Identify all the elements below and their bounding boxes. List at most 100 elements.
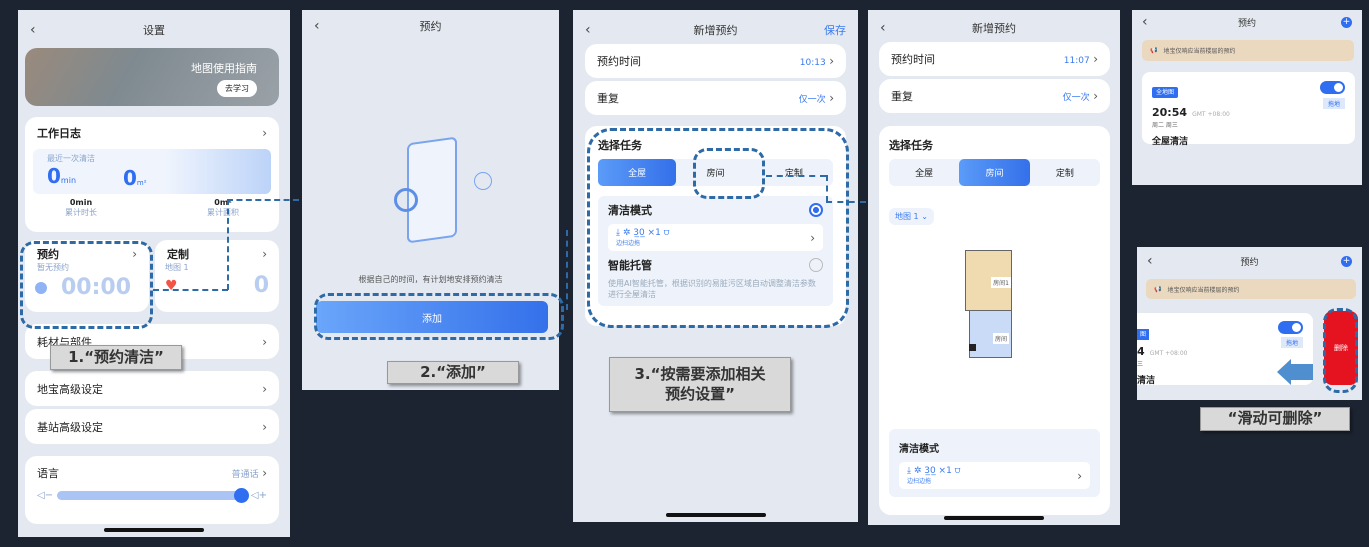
volume-slider[interactable] xyxy=(57,488,249,503)
schedule-time: 00:00 xyxy=(61,275,132,300)
tab-custom[interactable]: 定制 xyxy=(784,169,803,179)
clean-mode-selector[interactable]: ⤓ ✲ 3̲0̲ ×1 ⩌边扫边拖› xyxy=(899,462,1090,489)
mode-badge: 拖地 xyxy=(1280,337,1303,348)
schedule-task: 全屋清洁 xyxy=(1152,137,1189,147)
back-icon[interactable]: ‹ xyxy=(30,22,36,38)
home-indicator xyxy=(944,516,1044,520)
area-unit: m² xyxy=(136,179,147,187)
schedule-days: 三 xyxy=(1137,361,1144,368)
custom-card[interactable]: 定制› 地图 1 ♥0 xyxy=(155,240,279,312)
schedule-time-value: 10:13 xyxy=(799,58,826,68)
tab-whole-house[interactable]: 全屋 xyxy=(598,159,677,186)
room-2[interactable]: 房间 xyxy=(969,310,1012,358)
enable-toggle[interactable] xyxy=(1278,321,1303,334)
megaphone-icon: 📢 xyxy=(1150,47,1158,54)
chevron-down-icon: ⌄ xyxy=(921,212,928,221)
heart-icon: ♥ xyxy=(165,277,178,294)
chevron-right-icon: › xyxy=(132,247,137,261)
slider-thumb[interactable] xyxy=(233,488,249,503)
document-search-illustration xyxy=(407,136,457,244)
repeat-row[interactable]: 重复仅一次 › xyxy=(879,79,1110,113)
connector-line xyxy=(566,230,568,310)
row-label: 重复 xyxy=(891,90,913,103)
floor-notice: 📢地宝仅响应当前楼层的预约 xyxy=(1142,40,1354,61)
dock-icon xyxy=(969,344,976,351)
custom-title: 定制 xyxy=(167,248,189,261)
chevron-right-icon: › xyxy=(262,126,267,140)
last-clean-area: 0 xyxy=(123,166,137,190)
enable-toggle[interactable] xyxy=(1320,81,1345,94)
learn-button[interactable]: 去学习 xyxy=(217,80,257,97)
add-icon[interactable]: + xyxy=(1341,255,1352,267)
map-dropdown[interactable]: 地图 1 ⌄ xyxy=(889,208,934,225)
last-clean-minutes: 0 xyxy=(47,164,61,188)
back-icon[interactable]: ‹ xyxy=(1142,14,1148,30)
clean-mode-selector[interactable]: ⤓ ✲ 3̲0̲ ×1 ⩌边扫边拖› xyxy=(608,224,823,251)
schedule-task: 清洁 xyxy=(1137,376,1156,386)
menu-item-robot-settings[interactable]: 地宝高级设定› xyxy=(25,371,279,406)
menu-label: 基站高级设定 xyxy=(37,420,103,434)
room-1[interactable]: 房间1 xyxy=(965,250,1012,311)
step-1-callout: 1.“预约清洁” xyxy=(50,345,182,370)
map-tag: 全地图 xyxy=(1152,87,1179,98)
back-icon[interactable]: ‹ xyxy=(880,20,886,36)
back-icon[interactable]: ‹ xyxy=(585,22,591,38)
menu-item-station-settings[interactable]: 基站高级设定 › xyxy=(25,409,279,444)
highlight-delete xyxy=(1323,308,1358,393)
banner-title: 地图使用指南 xyxy=(191,62,257,75)
tab-whole-house[interactable]: 全屋 xyxy=(915,169,934,179)
custom-map: 地图 1 xyxy=(165,263,189,272)
schedule-title: 预约 xyxy=(37,248,59,261)
schedule-subtitle: 暂无预约 xyxy=(37,263,69,272)
step-4-callout: “滑动可删除” xyxy=(1200,407,1350,431)
chevron-right-icon: › xyxy=(1093,52,1098,66)
back-icon[interactable]: ‹ xyxy=(1147,253,1153,269)
add-button[interactable]: 添加 xyxy=(316,301,548,333)
page-title: 预约 xyxy=(1240,257,1259,268)
highlight-room-tab xyxy=(693,148,765,199)
schedule-card[interactable]: 预约 › 暂无预约 00:00 xyxy=(25,240,149,312)
tab-room[interactable]: 房间 xyxy=(959,159,1030,186)
megaphone-icon: 📢 xyxy=(1154,285,1162,293)
language-value: 普通话 xyxy=(231,470,259,480)
mode-badge: 拖地 xyxy=(1322,98,1345,109)
task-card: 选择任务 全屋房间定制 地图 1 ⌄ 房间1 房间 清洁模式 ⤓ ✲ 3̲0̲ … xyxy=(879,126,1110,515)
language-card[interactable]: 语言普通话 › ◁−◁+ xyxy=(25,456,279,524)
schedule-time-value: 11:07 xyxy=(1063,56,1090,66)
last-clean-label: 最近一次清洁 xyxy=(47,154,95,163)
back-icon[interactable]: ‹ xyxy=(314,18,320,34)
total-area: 0m² xyxy=(214,198,232,207)
add-icon[interactable]: + xyxy=(1341,16,1352,28)
tab-custom[interactable]: 定制 xyxy=(1055,169,1074,179)
map-guide-banner[interactable]: 地图使用指南 去学习 xyxy=(25,48,279,106)
mode-icons: ⤓ ✲ 3̲0̲ ×1 ⩌ xyxy=(907,466,961,476)
clean-mode-label: 清洁模式 xyxy=(608,204,652,217)
step-2-callout: 2.“添加” xyxy=(387,361,519,384)
settings-screen: ‹ 设置 地图使用指南 去学习 工作日志› 最近一次清洁 0min 0m² 0mi… xyxy=(18,10,290,537)
schedule-empty-screen: ‹预约 根据自己的时间，有计划地安排预约清洁 添加 xyxy=(302,10,559,390)
map-name: 地图 1 xyxy=(895,212,919,221)
schedule-time: 20:54 xyxy=(1152,106,1188,119)
schedule-item[interactable]: 全地图 20:54 GMT +08:00 周二 周三 全屋清洁 拖地 xyxy=(1142,72,1355,147)
clock-icon xyxy=(35,281,47,294)
mode-icons: ⤓ ✲ 3̲0̲ ×1 ⩌ xyxy=(616,228,670,238)
page-title: 设置 xyxy=(143,24,165,37)
menu-label: 地宝高级设定 xyxy=(37,382,103,396)
repeat-value: 仅一次 xyxy=(798,95,826,105)
radio-unselected[interactable] xyxy=(809,258,823,272)
chevron-right-icon: › xyxy=(262,419,267,434)
radio-selected[interactable] xyxy=(809,203,823,217)
tab-room[interactable]: 房间 xyxy=(706,169,725,179)
save-button[interactable]: 保存 xyxy=(824,24,846,37)
repeat-row[interactable]: 重复仅一次 › xyxy=(585,81,846,115)
room-1-label: 房间1 xyxy=(991,277,1011,288)
min-unit: min xyxy=(60,176,77,185)
empty-description: 根据自己的时间，有计划地安排预约清洁 xyxy=(358,275,503,284)
delete-button[interactable]: 删除 xyxy=(1324,311,1358,385)
chevron-right-icon: › xyxy=(1077,468,1082,483)
page-title: 新增预约 xyxy=(693,24,738,37)
